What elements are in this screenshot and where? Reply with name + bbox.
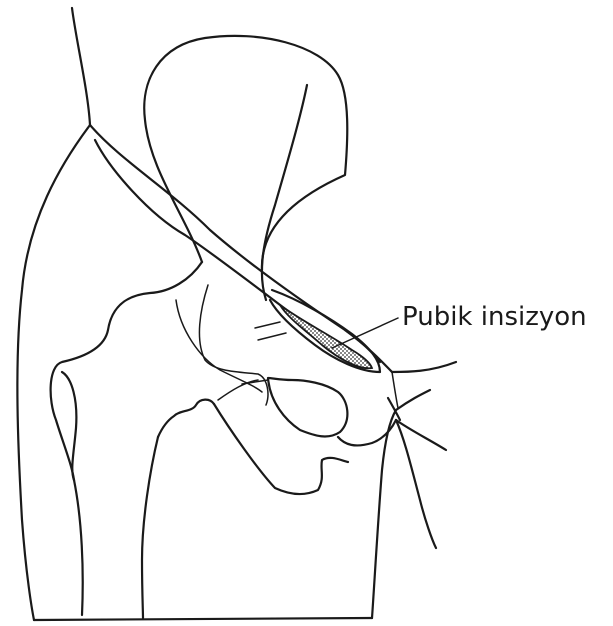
callout-leader-line	[332, 318, 398, 348]
callout-label: Pubik insizyon	[402, 302, 587, 332]
secondary-oblique-line	[95, 140, 300, 320]
external-line-6	[392, 372, 398, 408]
hatch-mark-1	[255, 322, 280, 328]
external-line-3	[396, 420, 446, 450]
femur-shaft-left	[74, 480, 83, 615]
pelvic-brim	[262, 85, 307, 300]
ischium-contour	[214, 404, 348, 494]
external-line-4	[396, 420, 436, 548]
iliac-wing	[144, 36, 347, 270]
obturator-foramen	[268, 378, 347, 436]
hatch-mark-2	[258, 333, 286, 340]
thigh-base-line	[34, 618, 372, 620]
acetabulum-inner-line	[199, 285, 267, 405]
external-line-2	[396, 390, 430, 410]
acetabulum-rim-line	[176, 300, 262, 392]
body-outline-left	[17, 8, 90, 620]
external-line-1	[392, 362, 456, 372]
greater-trochanter	[142, 437, 158, 618]
femoral-neck	[158, 400, 214, 437]
